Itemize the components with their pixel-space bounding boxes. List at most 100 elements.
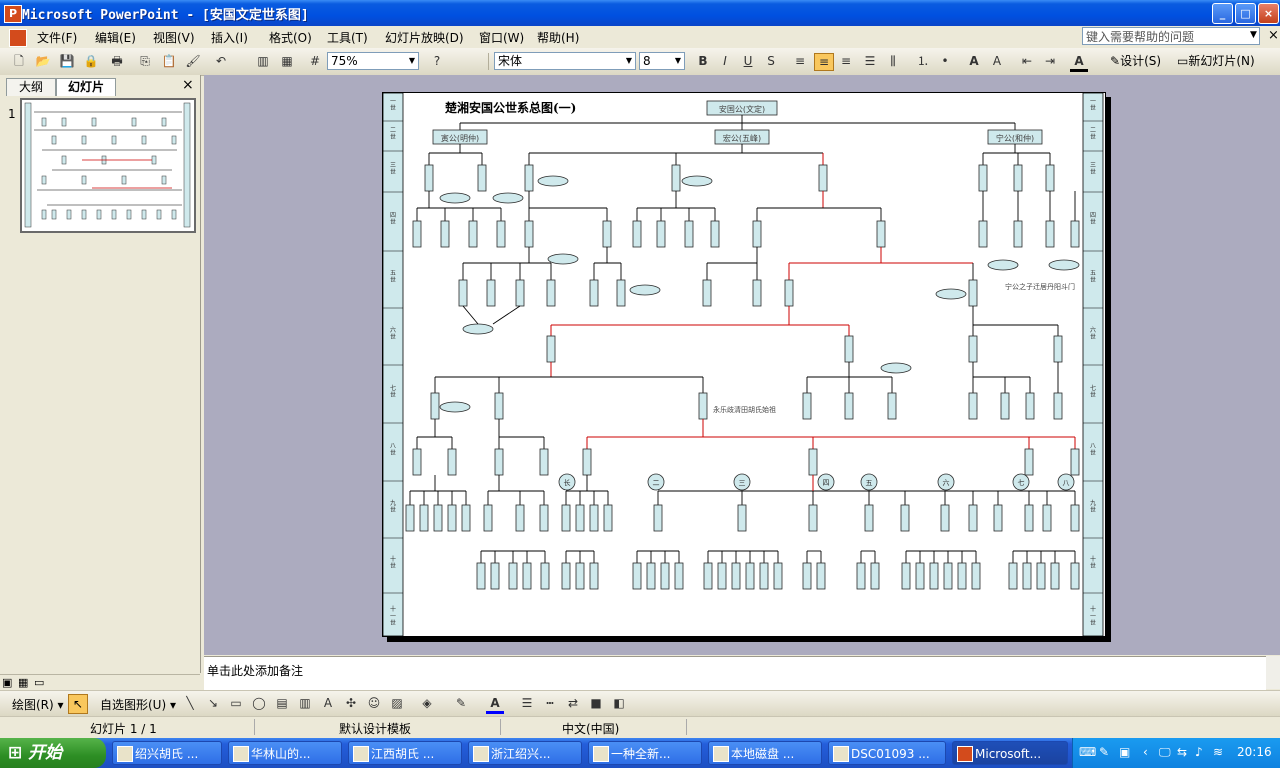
clipart-icon[interactable]: ☺ — [367, 696, 381, 710]
taskbar-item[interactable]: 江西胡氏 ... — [348, 741, 462, 765]
align-right-icon[interactable]: ≡ — [840, 54, 852, 68]
permission-icon[interactable]: 🔒 — [83, 54, 99, 68]
arrow-icon[interactable]: ↘ — [207, 696, 219, 710]
line-style-icon[interactable]: ☰ — [521, 696, 533, 710]
format-painter-icon[interactable]: 🖌 — [185, 54, 201, 68]
3d-style-icon[interactable]: ◧ — [613, 696, 625, 710]
zoom-select[interactable]: 75%▼ — [327, 52, 419, 70]
align-center-icon[interactable]: ≡ — [814, 53, 834, 71]
copy-icon[interactable]: ⎘ — [140, 54, 150, 68]
bold-icon[interactable]: B — [698, 54, 708, 68]
undo-icon[interactable]: ↶ — [215, 54, 227, 68]
dash-style-icon[interactable]: ┅ — [546, 696, 554, 710]
menu-file[interactable]: 文件(F) — [37, 31, 78, 45]
font-color-icon[interactable]: A — [1070, 53, 1088, 72]
close-button[interactable]: × — [1258, 3, 1279, 24]
taskbar-item[interactable]: DSC01093 ... — [828, 741, 946, 765]
notes-pane[interactable]: 单击此处添加备注 — [204, 656, 1266, 690]
slide-thumbnail[interactable] — [20, 98, 196, 233]
menu-edit[interactable]: 编辑(E) — [95, 31, 136, 45]
arrow-style-icon[interactable]: ⇄ — [567, 696, 579, 710]
taskbar-item[interactable]: 本地磁盘 ... — [708, 741, 822, 765]
menu-format[interactable]: 格式(O) — [269, 31, 312, 45]
slide-sorter-icon[interactable]: ▦ — [18, 676, 29, 689]
save-icon[interactable]: 💾 — [59, 54, 75, 68]
shadow-style-icon[interactable]: ■ — [590, 696, 602, 710]
increase-font-icon[interactable]: A — [969, 54, 979, 68]
tab-outline[interactable]: 大纲 — [6, 78, 56, 96]
slide-canvas[interactable]: 一世二世三世四世五世六世七世八世九世十世十一世 一世二世三世四世五世六世七世八世… — [382, 92, 1106, 637]
taskbar-item[interactable]: 浙江绍兴... — [468, 741, 582, 765]
decrease-indent-icon[interactable]: ⇤ — [1021, 54, 1033, 68]
maximize-button[interactable]: □ — [1235, 3, 1256, 24]
wifi-icon[interactable]: ≋ — [1213, 745, 1224, 759]
bullets-icon[interactable]: • — [941, 54, 949, 68]
taskbar-item[interactable]: 一种全新... — [588, 741, 702, 765]
taskbar-item-active[interactable]: Microsoft... — [952, 741, 1068, 765]
network-icon[interactable]: ▣ — [1119, 745, 1131, 759]
vertical-textbox-icon[interactable]: ▥ — [299, 696, 311, 710]
chevron-down-icon[interactable]: ▼ — [1250, 30, 1257, 40]
new-slide-button[interactable]: ▭新幻灯片(N) — [1177, 54, 1255, 68]
oval-icon[interactable]: ◯ — [252, 696, 266, 710]
wordart-icon[interactable]: A — [323, 696, 333, 710]
tab-slides[interactable]: 幻灯片 — [56, 78, 116, 96]
taskbar-item[interactable]: 绍兴胡氏 ... — [112, 741, 222, 765]
document-icon[interactable] — [9, 29, 27, 47]
keyboard-icon[interactable]: ⌨ — [1079, 745, 1097, 759]
underline-icon[interactable]: U — [743, 54, 753, 68]
font-size-select[interactable]: 8▼ — [639, 52, 685, 70]
fill-color-icon[interactable]: ◈ — [422, 696, 432, 710]
font-name-select[interactable]: 宋体▼ — [494, 52, 636, 70]
menu-insert[interactable]: 插入(I) — [211, 31, 248, 45]
print-icon[interactable]: 🖶 — [111, 54, 123, 68]
diagram-icon[interactable]: ✣ — [345, 696, 357, 710]
powerpoint-app-icon[interactable]: P — [4, 5, 22, 23]
pen-icon[interactable]: ✎ — [1099, 745, 1110, 759]
notes-scrollbar[interactable] — [1266, 656, 1280, 689]
insert-chart-icon[interactable]: ▥ — [257, 54, 269, 68]
line-icon[interactable]: ╲ — [186, 696, 194, 710]
slideshow-icon[interactable]: ▭ — [34, 676, 45, 689]
close-pane-button[interactable]: × — [182, 77, 194, 93]
line-color-icon[interactable]: ✎ — [455, 696, 467, 710]
menu-view[interactable]: 视图(V) — [153, 31, 195, 45]
shadow-icon[interactable]: S — [767, 54, 775, 68]
paste-icon[interactable]: 📋 — [161, 54, 177, 68]
start-button[interactable]: ⊞ 开始 — [0, 738, 106, 768]
help-icon[interactable]: ? — [433, 54, 441, 68]
textbox-icon[interactable]: ▤ — [276, 696, 288, 710]
menu-slideshow[interactable]: 幻灯片放映(D) — [385, 31, 464, 45]
font-color-draw-icon[interactable]: A — [486, 695, 504, 714]
draw-menu-button[interactable]: 绘图(R) ▾ — [12, 698, 64, 712]
numbering-icon[interactable]: ⒈ — [916, 54, 929, 68]
new-icon[interactable]: 🗋 — [14, 54, 24, 68]
grid-icon[interactable]: # — [309, 54, 321, 68]
picture-icon[interactable]: ▨ — [391, 696, 403, 710]
decrease-font-icon[interactable]: A — [992, 54, 1002, 68]
justify-icon[interactable]: ☰ — [864, 54, 876, 68]
menu-tools[interactable]: 工具(T) — [327, 31, 368, 45]
increase-indent-icon[interactable]: ⇥ — [1044, 54, 1056, 68]
volume-icon[interactable]: ♪ — [1195, 745, 1203, 759]
normal-view-icon[interactable]: ▣ — [2, 676, 13, 689]
monitor-icon[interactable]: 🖵 — [1159, 745, 1171, 759]
clock[interactable]: 20:16 — [1237, 745, 1272, 759]
connection-icon[interactable]: ⇆ — [1177, 745, 1188, 759]
select-pointer-icon[interactable]: ↖ — [68, 694, 88, 714]
insert-table-icon[interactable]: ▦ — [281, 54, 293, 68]
menu-help[interactable]: 帮助(H) — [537, 31, 580, 45]
taskbar-item[interactable]: 华林山的... — [228, 741, 342, 765]
help-search-input[interactable]: 键入需要帮助的问题 — [1082, 27, 1260, 45]
menu-window[interactable]: 窗口(W) — [479, 31, 525, 45]
rectangle-icon[interactable]: ▭ — [230, 696, 242, 710]
distribute-icon[interactable]: ⫼ — [890, 54, 896, 68]
chevron-left-icon[interactable]: ‹ — [1143, 745, 1148, 759]
design-button[interactable]: ✎设计(S) — [1110, 54, 1162, 68]
minimize-button[interactable]: _ — [1212, 3, 1233, 24]
autoshapes-button[interactable]: 自选图形(U) ▾ — [100, 698, 176, 712]
close-document-button[interactable]: × — [1268, 28, 1279, 43]
italic-icon[interactable]: I — [723, 54, 727, 68]
open-icon[interactable]: 📂 — [35, 54, 51, 68]
align-left-icon[interactable]: ≡ — [794, 54, 806, 68]
